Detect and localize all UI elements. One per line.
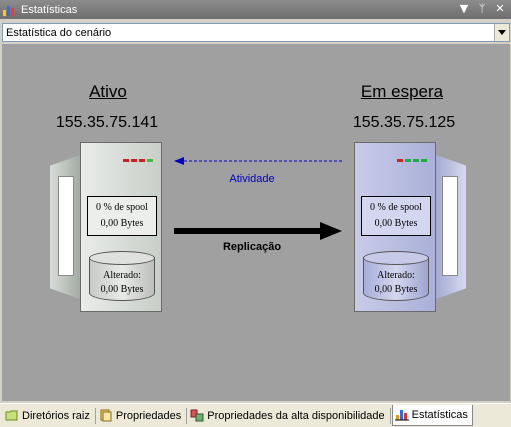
active-server-illustration: 0 % de spool 0,00 Bytes Alterado: 0,00 B… [50, 142, 162, 312]
tab-label: Propriedades da alta disponibilidade [207, 409, 385, 422]
status-leds [397, 159, 427, 162]
active-spool-box: 0 % de spool 0,00 Bytes [87, 196, 157, 236]
active-changed-label: Alterado: [103, 270, 141, 281]
active-changed-bytes: 0,00 Bytes [100, 284, 144, 295]
tab-properties[interactable]: Propriedades [97, 406, 185, 426]
tab-label: Propriedades [115, 409, 182, 422]
replication-label: Replicação [222, 241, 282, 253]
tab-ha-properties[interactable]: Propriedades da alta disponibilidade [188, 406, 388, 426]
standby-server-title: Em espera [360, 82, 444, 101]
flow-arrows [174, 157, 342, 240]
ha-properties-icon [190, 409, 204, 422]
pin-icon[interactable]: ᛘ [478, 2, 486, 15]
active-server-title: Ativo [89, 82, 127, 101]
window-title: Estatísticas [21, 3, 78, 16]
standby-changed-label: Alterado: [377, 270, 415, 281]
dropdown-arrow-button[interactable] [494, 24, 509, 41]
statistics-type-select[interactable]: Estatística do cenário [2, 23, 510, 42]
standby-spool-percent: 0 % de spool [370, 202, 422, 213]
standby-spool-bytes: 0,00 Bytes [374, 218, 418, 229]
chevron-down-icon [498, 30, 506, 35]
active-server-ip: 155.35.75.141 [55, 114, 159, 131]
tab-root-directories[interactable]: Diretórios raiz [3, 406, 94, 426]
statistics-icon [394, 408, 409, 421]
properties-icon [99, 409, 113, 422]
bottom-tab-bar: Diretórios raiz Propriedades Propriedade… [0, 403, 511, 427]
standby-server-illustration: 0 % de spool 0,00 Bytes Alterado: 0,00 B… [354, 142, 466, 312]
active-spool-bytes: 0,00 Bytes [100, 218, 144, 229]
standby-spool-box: 0 % de spool 0,00 Bytes [361, 196, 431, 236]
active-spool-percent: 0 % de spool [96, 202, 148, 213]
scenario-statistics-panel: Ativo 155.35.75.141 Em espera 155.35.75.… [2, 44, 510, 401]
close-icon[interactable]: ✕ [495, 2, 505, 15]
tab-label: Diretórios raiz [22, 409, 90, 422]
database-icon: Alterado: 0,00 Bytes [89, 251, 155, 307]
window-menu-dropdown-icon[interactable]: ▼ [459, 2, 469, 15]
replication-arrow-head [320, 222, 342, 240]
tab-statistics[interactable]: Estatísticas [391, 404, 473, 426]
replication-arrow-line [174, 228, 326, 234]
tab-label: Estatísticas [411, 408, 468, 421]
folder-icon [5, 409, 19, 422]
activity-label: Atividade [229, 173, 275, 185]
window-title-bar: Estatísticas ▼ ᛘ ✕ [0, 0, 511, 19]
status-leds [123, 159, 153, 162]
statistics-type-value: Estatística do cenário [6, 26, 112, 39]
standby-changed-bytes: 0,00 Bytes [374, 284, 418, 295]
statistics-icon [3, 4, 17, 16]
standby-server-ip: 155.35.75.125 [352, 114, 456, 131]
database-icon: Alterado: 0,00 Bytes [363, 251, 429, 307]
activity-arrow-head [174, 157, 184, 165]
